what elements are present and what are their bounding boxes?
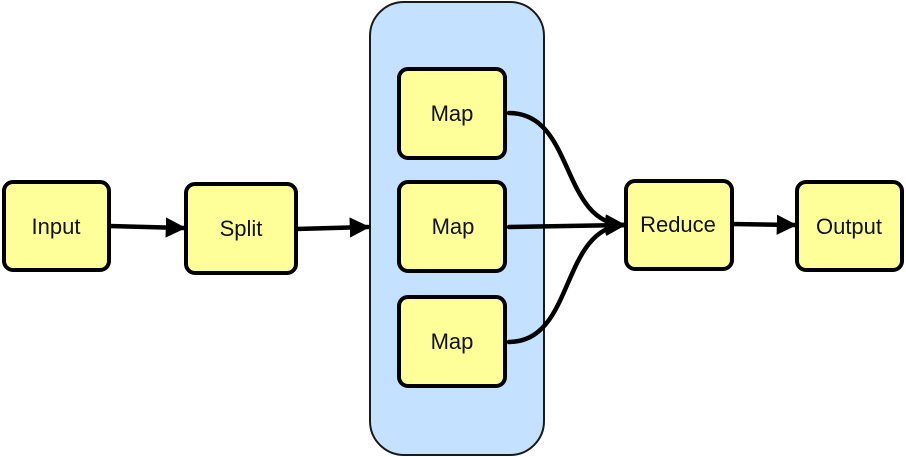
node-output-box	[795, 180, 904, 272]
node-input-label: Input	[32, 214, 81, 239]
node-input-box	[2, 180, 111, 272]
node-reduce-box	[624, 179, 734, 271]
node-map-1: Map	[397, 67, 507, 160]
edge-input-split	[106, 217, 187, 238]
node-split: Split	[184, 182, 298, 275]
edge-split-map-group	[293, 217, 371, 238]
node-split-box	[184, 182, 298, 275]
edges	[106, 110, 798, 345]
node-split-label: Split	[220, 216, 263, 241]
node-map-1-label: Map	[431, 101, 474, 126]
node-map-2-box	[397, 180, 507, 273]
node-map-2: Map	[397, 180, 507, 273]
node-map-3-box	[397, 295, 507, 388]
node-reduce-label: Reduce	[640, 212, 716, 237]
edge-map2-reduce	[506, 215, 627, 236]
edge-reduce-output	[729, 214, 798, 235]
node-reduce: Reduce	[624, 179, 734, 271]
edge-map1-reduce	[506, 110, 627, 235]
node-output: Output	[795, 180, 904, 272]
node-input: Input	[2, 180, 111, 272]
node-map-3: Map	[397, 295, 507, 388]
node-map-2-label: Map	[432, 214, 475, 239]
node-output-label: Output	[816, 214, 882, 239]
edge-map3-reduce	[506, 215, 627, 345]
node-map-1-box	[397, 67, 507, 160]
node-map-3-label: Map	[431, 329, 474, 354]
